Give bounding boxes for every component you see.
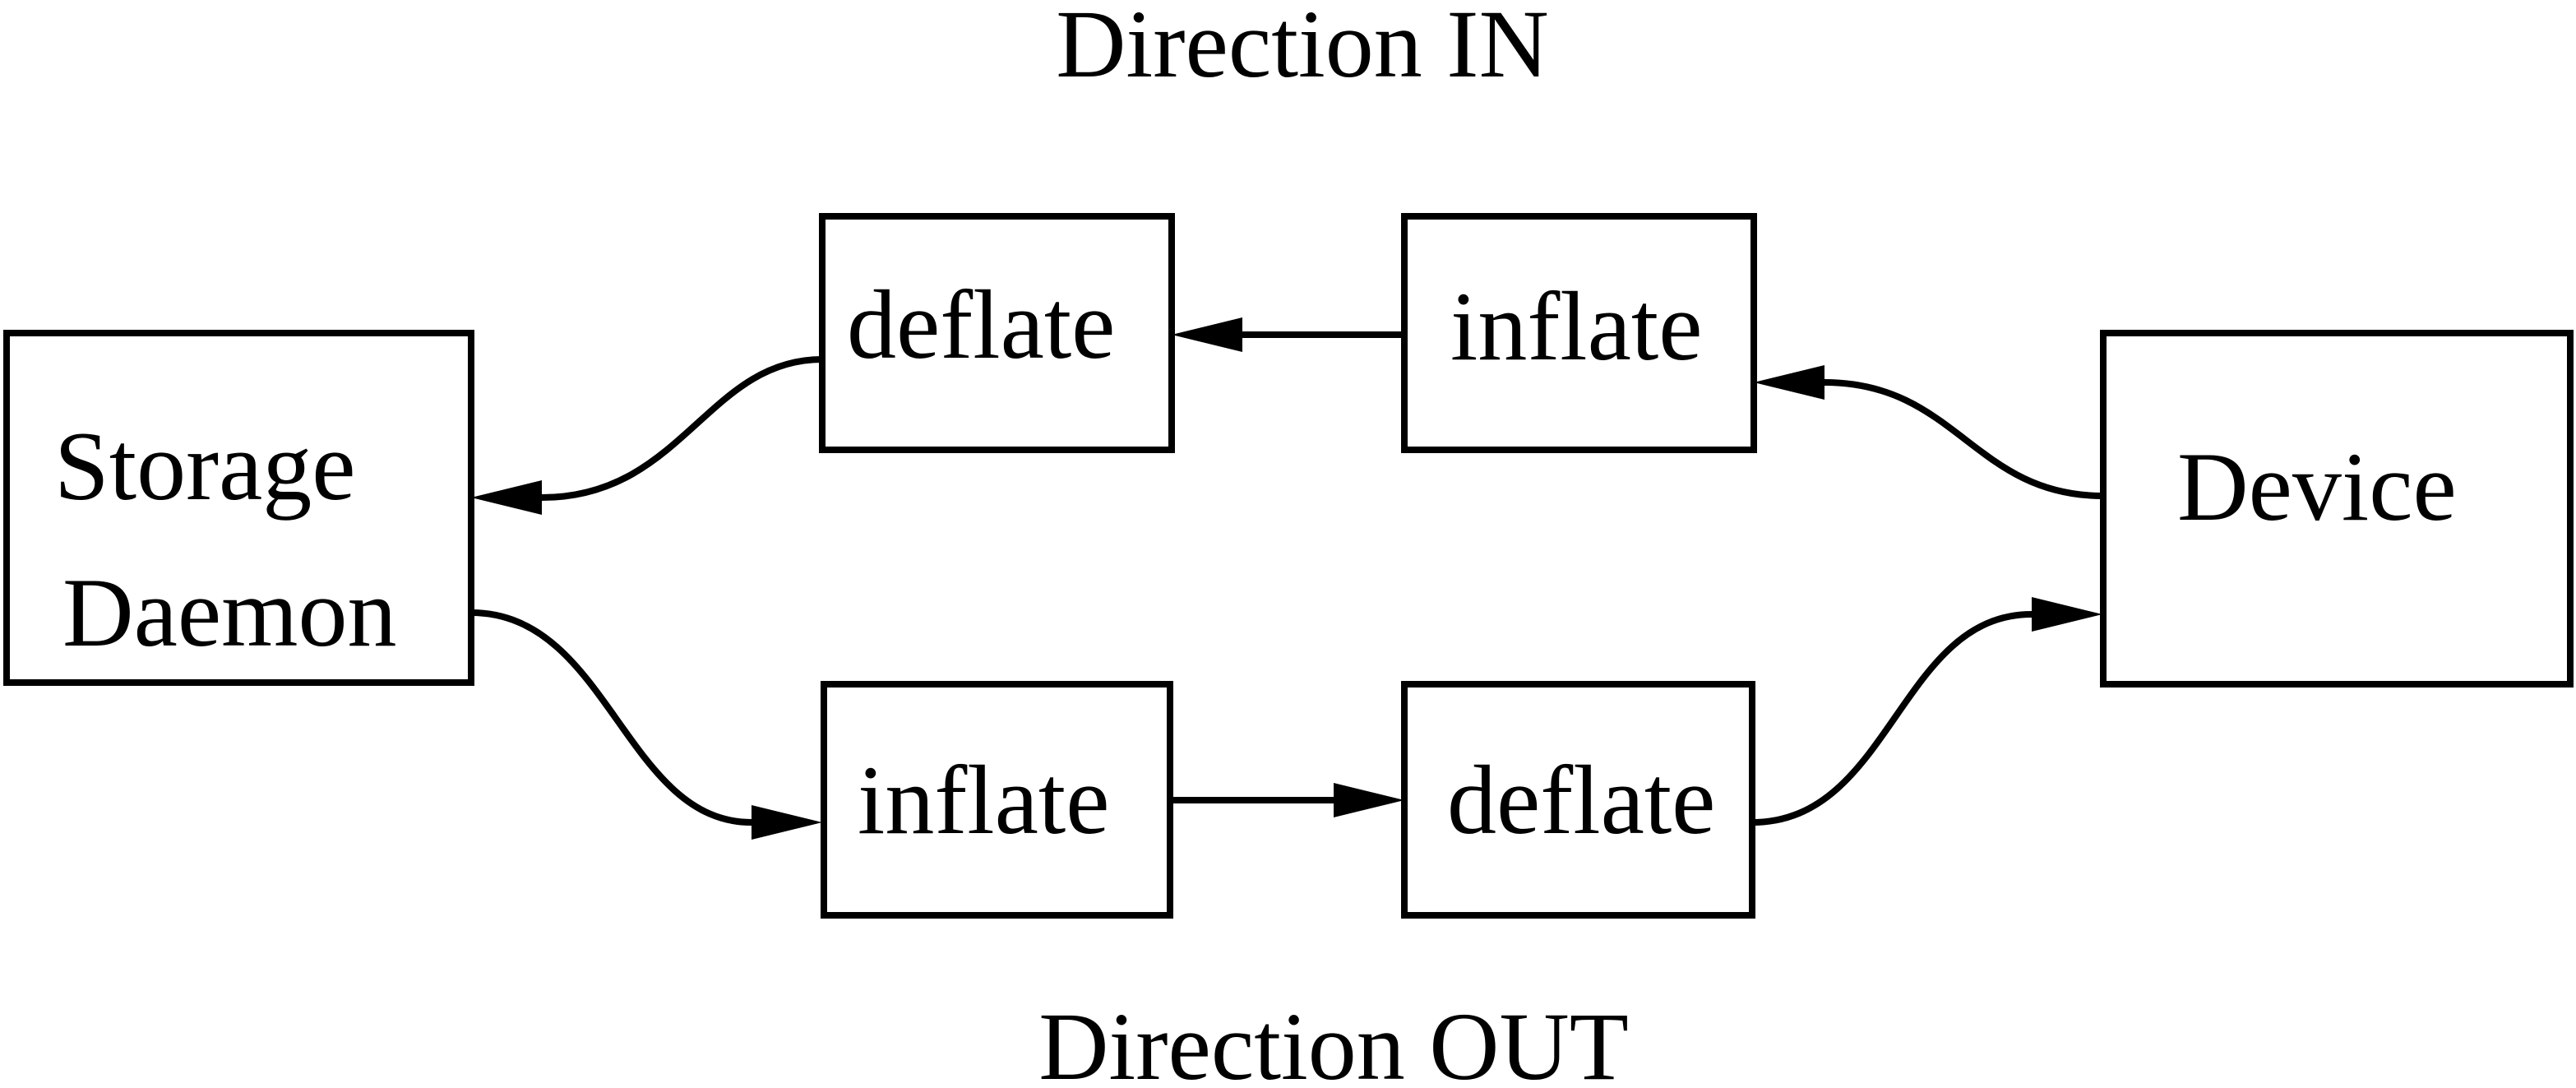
arrow-in-device-to-inflate-curve — [1824, 379, 2104, 499]
inflate-in-node: inflate — [1401, 213, 1757, 453]
storage-daemon-node: Storage Daemon — [3, 330, 474, 686]
arrow-out-storage-to-inflate-curve — [470, 609, 752, 826]
arrowhead-out-storage-to-inflate — [752, 805, 822, 840]
arrow-in-deflate-to-storage-curve — [541, 356, 823, 501]
deflate-out-label: deflate — [1447, 745, 1715, 854]
device-node: Device — [2100, 330, 2574, 688]
device-box — [2100, 330, 2574, 688]
arrow-in-device-to-inflate — [1754, 365, 2104, 499]
storage-daemon-box — [3, 330, 474, 686]
deflate-in-box — [819, 213, 1175, 453]
deflate-in-label: deflate — [847, 270, 1115, 379]
arrow-out-inflate-to-deflate — [1170, 783, 1404, 817]
arrow-out-deflate-to-device — [1751, 597, 2102, 826]
title-direction-in: Direction IN — [1056, 0, 1549, 98]
storage-daemon-label-line2: Daemon — [62, 558, 397, 667]
deflate-out-node: deflate — [1401, 681, 1755, 919]
device-label: Device — [2177, 432, 2457, 541]
arrow-out-deflate-to-device-curve — [1751, 611, 2033, 826]
arrow-in-deflate-to-storage — [471, 356, 823, 515]
inflate-in-label: inflate — [1450, 271, 1703, 381]
inflate-out-label: inflate — [858, 745, 1110, 854]
arrow-out-storage-to-inflate — [470, 609, 822, 840]
arrowhead-in-inflate-to-deflate — [1172, 317, 1242, 352]
arrowhead-out-deflate-to-device — [2032, 597, 2102, 632]
inflate-out-node: inflate — [821, 681, 1173, 919]
arrow-in-inflate-to-deflate — [1172, 317, 1404, 352]
storage-daemon-label-line1: Storage — [54, 411, 356, 521]
title-direction-out: Direction OUT — [1038, 993, 1629, 1088]
inflate-in-box — [1401, 213, 1757, 453]
deflate-in-node: deflate — [819, 213, 1175, 453]
deflate-out-box — [1401, 681, 1755, 919]
arrowhead-in-deflate-to-storage — [471, 480, 542, 515]
arrowhead-in-device-to-inflate — [1754, 365, 1824, 400]
arrowhead-out-inflate-to-deflate — [1334, 783, 1404, 817]
